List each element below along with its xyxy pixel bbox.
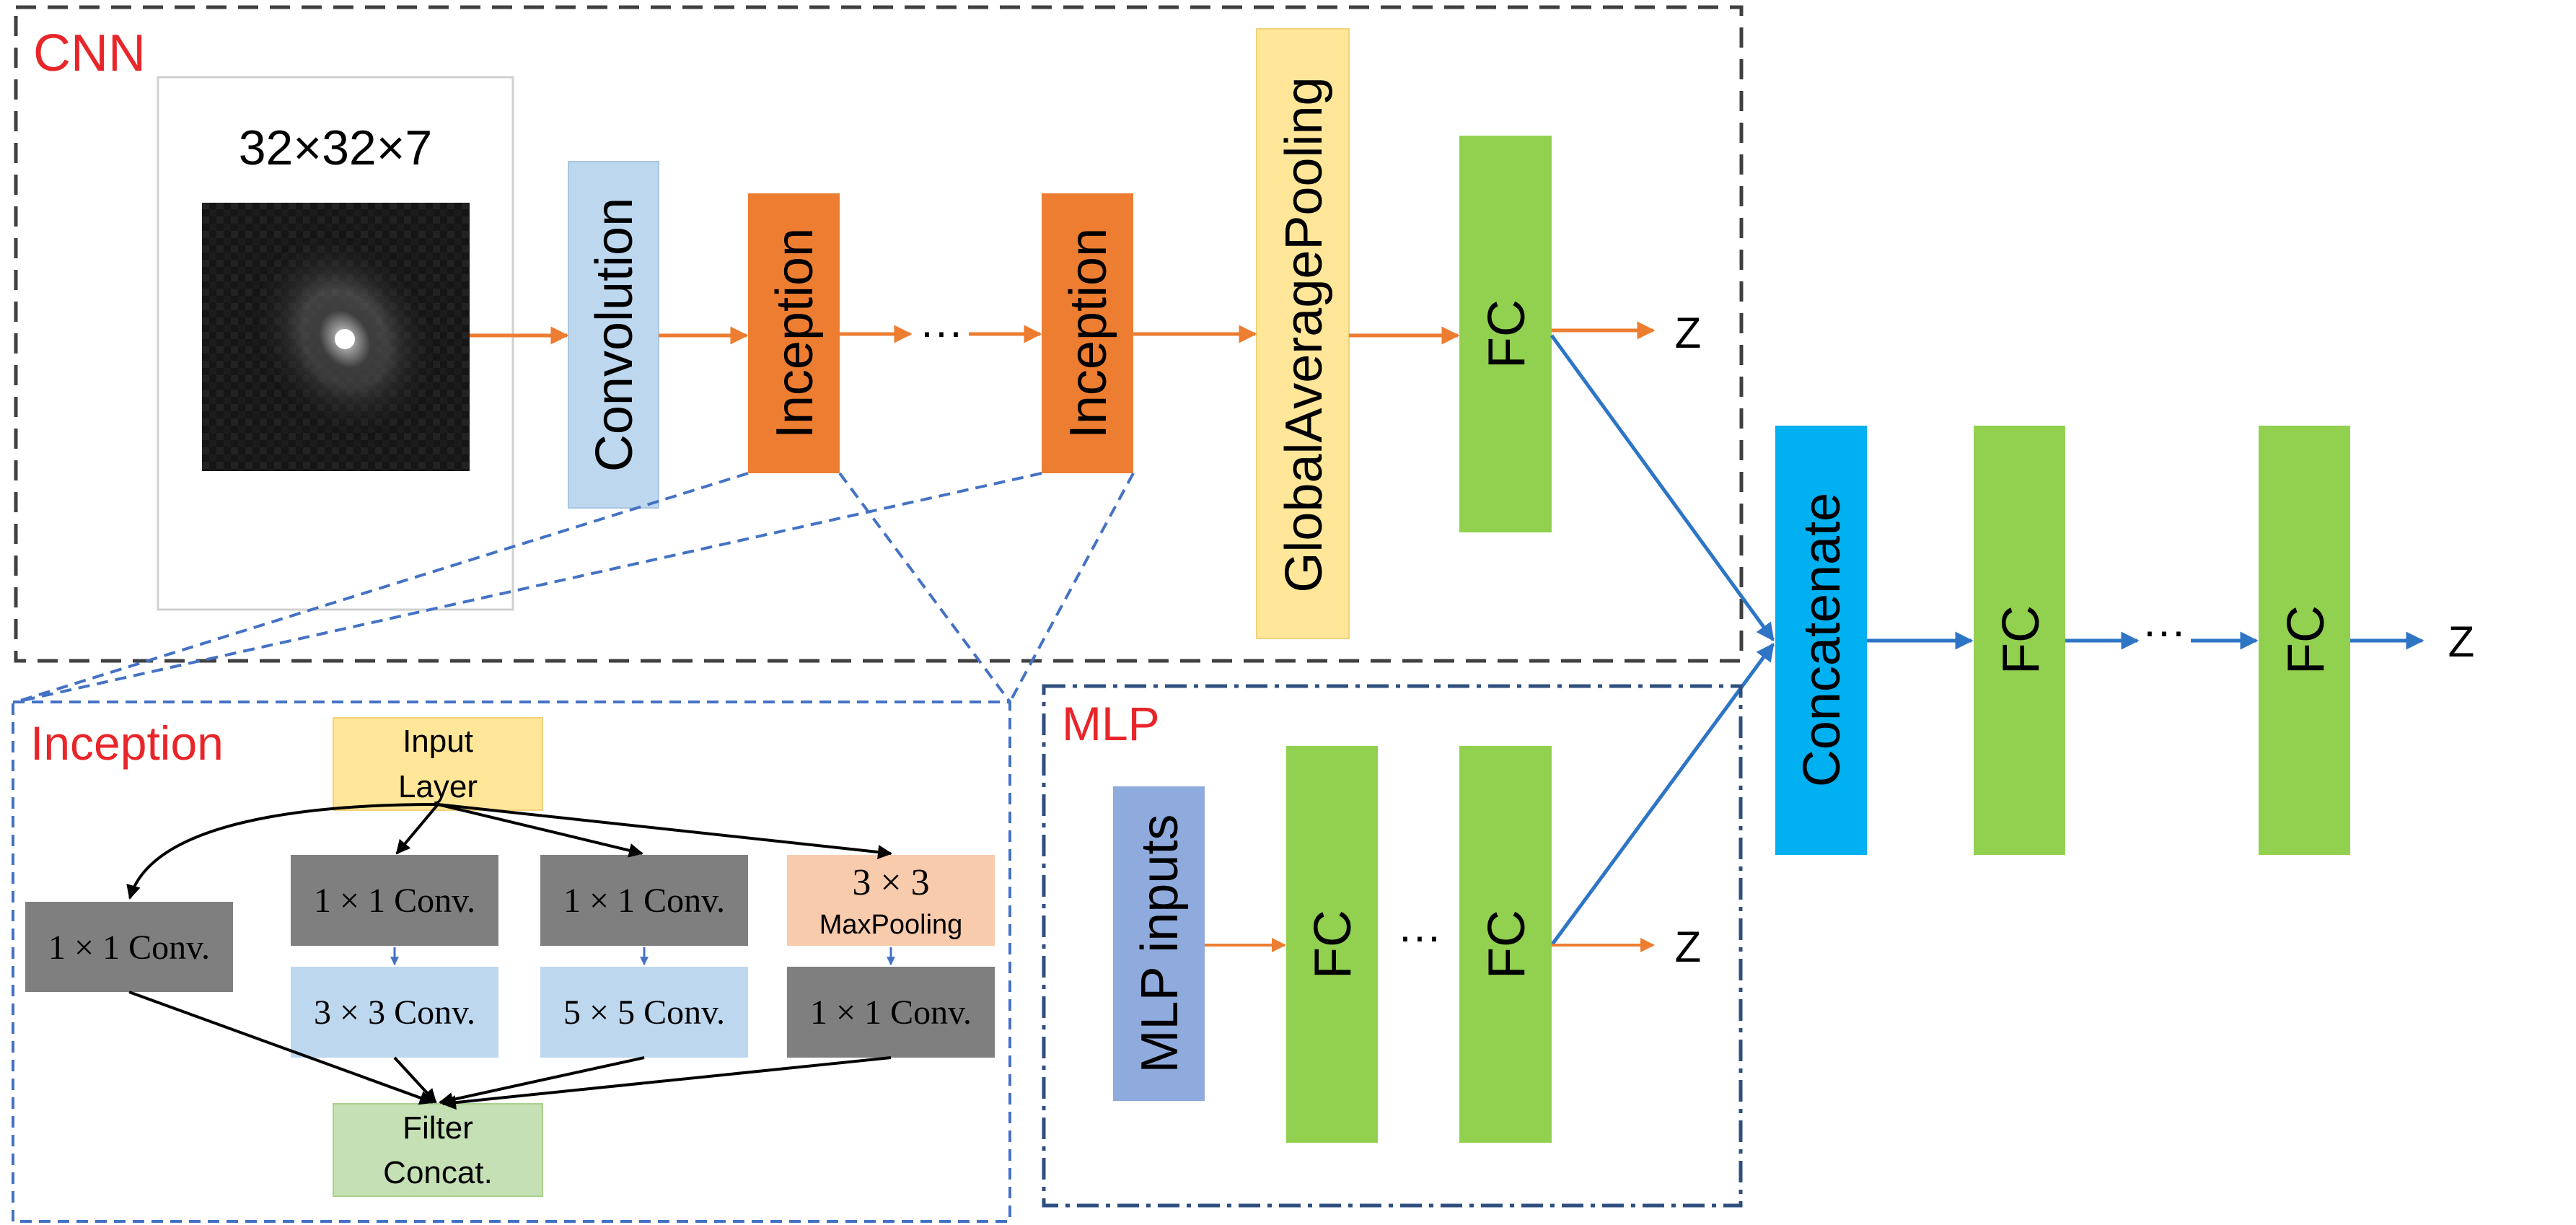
cnn-arrows — [470, 321, 1656, 345]
branch3-conv-bottom — [540, 967, 748, 1058]
inception-label-2: Inception — [1060, 228, 1117, 439]
mlp-inputs-block — [1113, 786, 1205, 1101]
branch4-conv-label: 1 × 1 Conv. — [810, 993, 972, 1032]
head-ellipsis: ··· — [2142, 607, 2186, 655]
filter-concat-line1: Filter — [403, 1110, 473, 1146]
branch4-maxpool-line2: MaxPooling — [819, 910, 963, 940]
convolution-label: Convolution — [586, 198, 643, 472]
inception-title: Inception — [30, 716, 224, 770]
branch1-conv — [25, 902, 233, 992]
input-layer-line1: Input — [403, 724, 473, 759]
mlp-fc-label-2: FC — [1478, 910, 1536, 979]
input-image — [202, 203, 470, 471]
mlp-title: MLP — [1062, 697, 1160, 750]
zoom-lines — [15, 472, 1135, 703]
branch3-conv-top — [540, 855, 748, 946]
input-layer-line2: Layer — [398, 769, 478, 804]
inception-block-2 — [1042, 193, 1133, 473]
branch2-conv-top-label: 1 × 1 Conv. — [314, 882, 475, 920]
branch4-maxpool-line1: 3 × 3 — [852, 862, 929, 903]
mlp-output-z: Z — [1675, 923, 1702, 971]
mlp-fc-block-1 — [1286, 746, 1378, 1143]
inception-block-1 — [748, 193, 840, 473]
head-arrows — [1549, 334, 2425, 947]
branch4-maxpool — [787, 855, 995, 946]
head-fc-label-1: FC — [1992, 605, 2050, 675]
head-fc-label-2: FC — [2277, 605, 2335, 675]
inception-small-arrows — [390, 947, 895, 966]
branch4-conv — [787, 967, 995, 1058]
convolution-block — [568, 161, 659, 509]
inception-label-1: Inception — [766, 228, 824, 439]
head-fc-block-1 — [1974, 426, 2065, 855]
mlp-frame — [1042, 684, 1743, 1208]
branch1-conv-label: 1 × 1 Conv. — [48, 928, 210, 967]
mlp-fc-block-2 — [1459, 746, 1552, 1143]
cnn-fc-block — [1459, 136, 1552, 532]
filter-concat-box — [333, 1103, 543, 1197]
gap-block — [1256, 28, 1350, 639]
inception-arrows — [126, 803, 892, 1110]
cnn-frame — [14, 5, 1744, 663]
branch3-conv-bottom-label: 5 × 5 Conv. — [563, 993, 725, 1032]
branch3-conv-top-label: 1 × 1 Conv. — [563, 882, 725, 920]
cnn-ellipsis: ··· — [920, 307, 963, 356]
filter-concat-line2: Concat. — [383, 1155, 493, 1190]
mlp-ellipsis: ··· — [1398, 912, 1441, 960]
branch2-conv-top — [291, 855, 498, 946]
cnn-fc-label: FC — [1478, 299, 1536, 369]
mlp-fc-label-1: FC — [1304, 910, 1362, 979]
gap-label: GlobalAveragePooling — [1275, 76, 1333, 592]
mlp-inputs-label: MLP inputs — [1131, 815, 1189, 1073]
concatenate-label: Concatenate — [1793, 493, 1851, 787]
concatenate-block — [1775, 426, 1867, 855]
input-layer-box — [333, 717, 543, 811]
cnn-title: CNN — [33, 25, 146, 82]
cnn-output-z: Z — [1675, 309, 1702, 357]
inception-frame — [12, 701, 1011, 1223]
input-shape-label: 32×32×7 — [239, 120, 433, 175]
branch2-conv-bottom — [291, 967, 498, 1058]
head-output-z: Z — [2448, 618, 2475, 666]
head-fc-block-2 — [2259, 426, 2350, 855]
branch2-conv-bottom-label: 3 × 3 Conv. — [314, 993, 475, 1032]
